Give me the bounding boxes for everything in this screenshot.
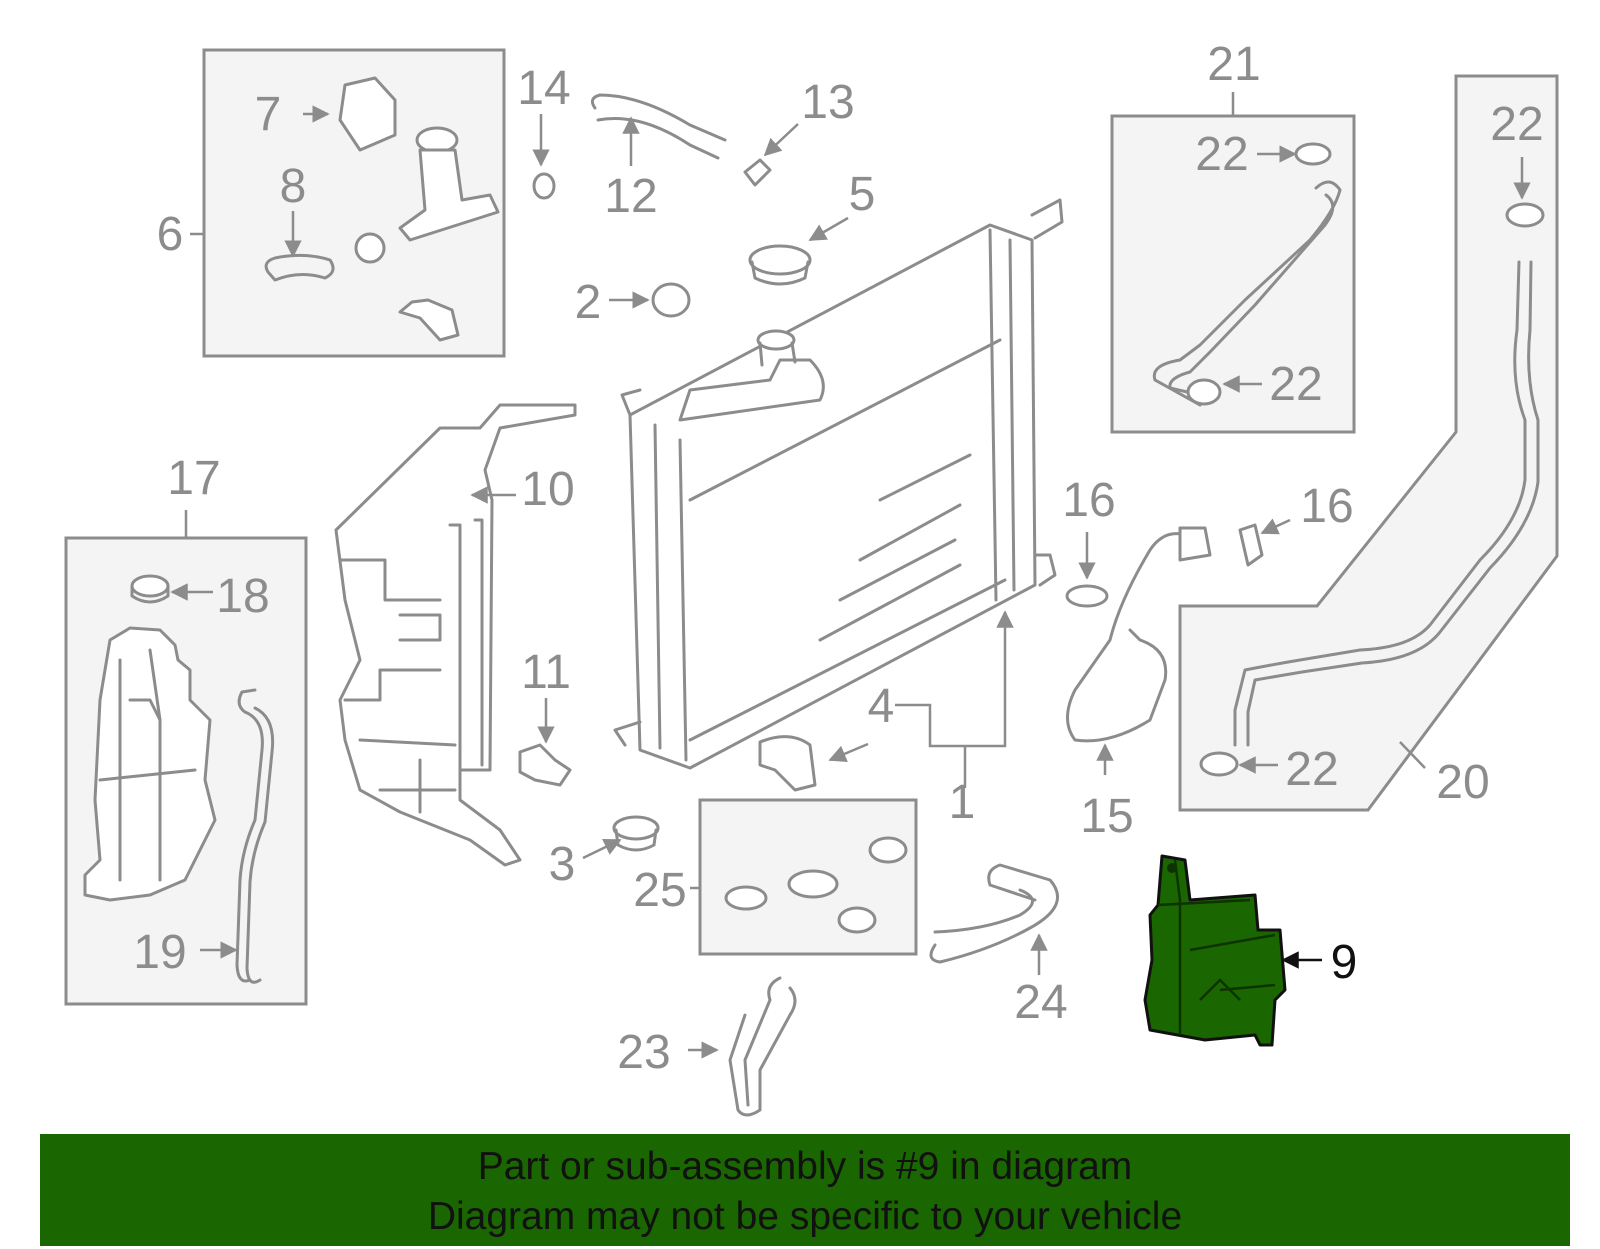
label-10: 10 — [521, 463, 574, 516]
label-24: 24 — [1014, 976, 1067, 1029]
label-1: 1 — [949, 776, 976, 829]
label-15: 15 — [1080, 790, 1133, 843]
label-7: 7 — [255, 88, 282, 141]
coolant-reservoir — [83, 574, 275, 984]
info-banner: Part or sub-assembly is #9 in diagram Di… — [40, 1134, 1570, 1246]
label-22b: 22 — [1269, 358, 1322, 411]
label-13: 13 — [801, 76, 854, 129]
part-9-highlighted — [1143, 854, 1287, 1047]
small-parts — [264, 76, 1545, 1117]
callout-labels: 1 2 3 4 5 6 7 8 9 10 11 12 13 14 15 16 1… — [133, 38, 1543, 1079]
label-25: 25 — [633, 864, 686, 917]
leader-lines — [170, 92, 1531, 1059]
label-16b: 16 — [1300, 480, 1353, 533]
banner-line-1: Part or sub-assembly is #9 in diagram — [477, 1145, 1133, 1188]
label-5: 5 — [849, 168, 876, 221]
label-21: 21 — [1207, 38, 1260, 91]
label-2: 2 — [575, 276, 602, 329]
label-4: 4 — [868, 680, 895, 733]
label-22d: 22 — [1285, 743, 1338, 796]
radiator — [613, 198, 1064, 770]
air-deflector — [334, 403, 577, 867]
label-14: 14 — [517, 62, 570, 115]
banner-line-2: Diagram may not be specific to your vehi… — [427, 1195, 1183, 1238]
label-12: 12 — [604, 170, 657, 223]
label-22a: 22 — [1195, 128, 1248, 181]
label-18: 18 — [216, 570, 269, 623]
label-9: 9 — [1331, 936, 1358, 989]
label-6: 6 — [157, 208, 184, 261]
label-22c: 22 — [1490, 98, 1543, 151]
label-20: 20 — [1436, 756, 1489, 809]
label-19: 19 — [133, 926, 186, 979]
label-17: 17 — [167, 452, 220, 505]
label-23: 23 — [617, 1026, 670, 1079]
label-16a: 16 — [1062, 474, 1115, 527]
label-8: 8 — [280, 160, 307, 213]
label-11: 11 — [521, 646, 571, 699]
label-3: 3 — [549, 838, 576, 891]
group-box-20 — [1178, 74, 1559, 812]
